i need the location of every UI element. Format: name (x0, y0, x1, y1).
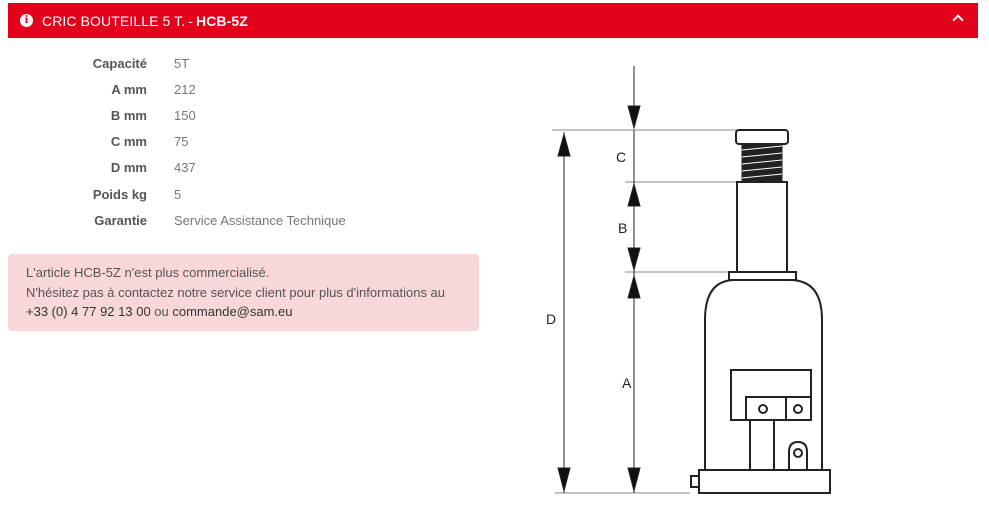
spec-row-poids: Poids kg 5 (60, 181, 346, 207)
spec-row-a: A mm 212 (60, 76, 346, 102)
discontinued-alert: L'article HCB-5Z n'est plus commercialis… (8, 254, 479, 331)
label-c: C (616, 149, 626, 165)
product-title: CRIC BOUTEILLE 5 T.-HCB-5Z (42, 13, 248, 29)
spec-value: 150 (174, 107, 196, 123)
spec-label: A mm (111, 81, 147, 97)
product-code: HCB-5Z (196, 12, 248, 29)
spec-row-d: D mm 437 (60, 155, 346, 181)
info-icon: i (20, 14, 33, 27)
alert-line-1: L'article HCB-5Z n'est plus commercialis… (26, 265, 270, 280)
spec-row-b: B mm 150 (60, 102, 346, 128)
product-name: CRIC BOUTEILLE 5 T. (42, 12, 186, 29)
spec-label: Capacité (92, 55, 147, 71)
spec-label: C mm (110, 134, 147, 150)
email-link[interactable]: commande@sam.eu (172, 304, 293, 319)
spec-value: 437 (174, 160, 196, 176)
spec-label: B mm (110, 107, 147, 123)
spec-row-garantie: Garantie Service Assistance Technique (60, 207, 346, 233)
spec-value: 212 (174, 81, 196, 97)
label-d: D (546, 311, 556, 327)
spec-value: Service Assistance Technique (174, 212, 346, 228)
jack-dimension-diagram: C B D A (546, 66, 831, 494)
spec-label: Garantie (94, 212, 147, 228)
label-a: A (622, 375, 632, 391)
alert-line-2: N'hésitez pas à contactez notre service … (26, 284, 446, 300)
spec-value: 5T (174, 55, 190, 71)
spec-row-capacite: Capacité 5T (60, 50, 346, 76)
spec-table: Capacité 5T A mm 212 B mm 150 C mm 75 D … (60, 50, 346, 233)
spec-value: 5 (174, 186, 182, 202)
product-accordion-header[interactable]: i CRIC BOUTEILLE 5 T.-HCB-5Z (8, 3, 978, 38)
label-b: B (618, 220, 627, 236)
spec-row-c: C mm 75 (60, 129, 346, 155)
chevron-up-icon[interactable] (952, 14, 964, 26)
spec-label: D mm (110, 160, 147, 176)
spec-value: 75 (174, 134, 189, 150)
alert-connector: ou (150, 304, 173, 319)
title-separator: - (188, 12, 194, 29)
phone-number[interactable]: +33 (0) 4 77 92 13 00 (26, 304, 151, 319)
alert-contact: +33 (0) 4 77 92 13 00 ou commande@sam.eu (26, 302, 479, 322)
spec-label: Poids kg (92, 186, 147, 202)
